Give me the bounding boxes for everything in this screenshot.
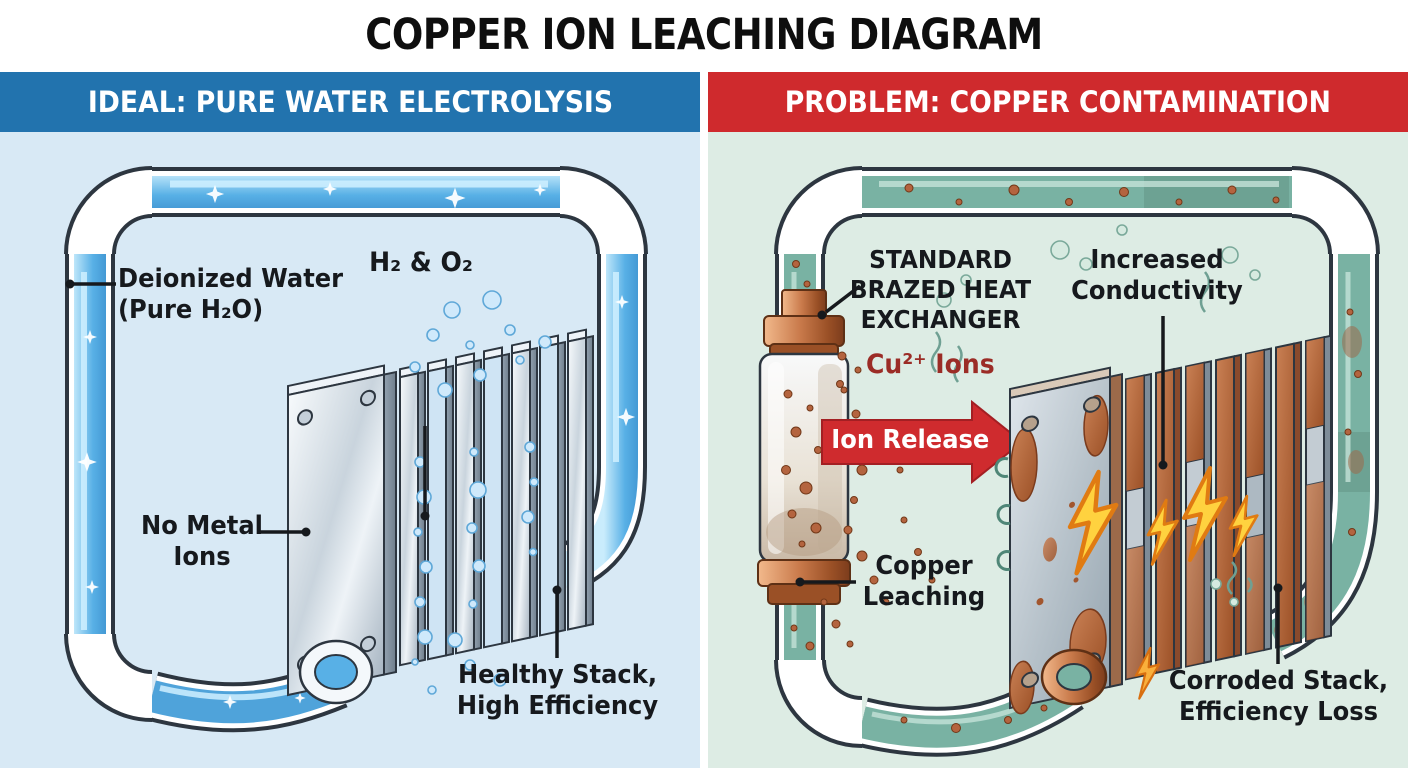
heat-exchanger-label: STANDARD BRAZED HEAT EXCHANGER <box>849 245 1032 334</box>
ideal-electrolysis-illustration <box>64 166 648 733</box>
increased-conductivity-label: Increased Conductivity <box>1071 245 1243 307</box>
corroded-stack-inlet-port <box>1040 648 1108 706</box>
corrosion-marks <box>994 457 1011 571</box>
contaminated-bubbles <box>936 224 1261 607</box>
gases-label: H₂ & O₂ <box>369 247 473 278</box>
copper-leaching-label: Copper Leaching <box>862 551 986 613</box>
copper-particles-in-water <box>790 183 1362 733</box>
leader-lines <box>65 279 562 658</box>
healthy-stack-label: Healthy Stack, High Efficiency <box>456 660 659 722</box>
right-panel-header: PROBLEM: COPPER CONTAMINATION <box>708 72 1408 132</box>
ion-release-label: Ion Release <box>831 425 990 455</box>
copper-ions-inside <box>781 389 822 548</box>
brazed-heat-exchanger <box>757 289 851 605</box>
gas-bubbles <box>409 290 552 695</box>
left-panel-header: IDEAL: PURE WATER ELECTROLYSIS <box>0 72 700 132</box>
pipe-elbows <box>64 166 648 722</box>
corroded-stack <box>1009 334 1332 715</box>
stack-inlet-port <box>298 639 374 705</box>
panel-divider <box>700 72 708 768</box>
deionized-water-label: Deionized Water (Pure H₂O) <box>118 264 344 326</box>
healthy-electrolysis-stack <box>287 328 594 697</box>
cu-ions-label: Cu²⁺ Ions <box>866 349 995 380</box>
pipe-elbows <box>774 166 1380 748</box>
contamination-illustration <box>757 166 1380 757</box>
leader-lines <box>795 284 1283 664</box>
page-title: COPPER ION LEACHING DIAGRAM <box>365 10 1043 60</box>
no-metal-ions-label: No Metal Ions <box>141 511 263 573</box>
vapor-squiggles <box>930 271 1253 595</box>
corroded-stack-label: Corroded Stack, Efficiency Loss <box>1168 666 1389 728</box>
